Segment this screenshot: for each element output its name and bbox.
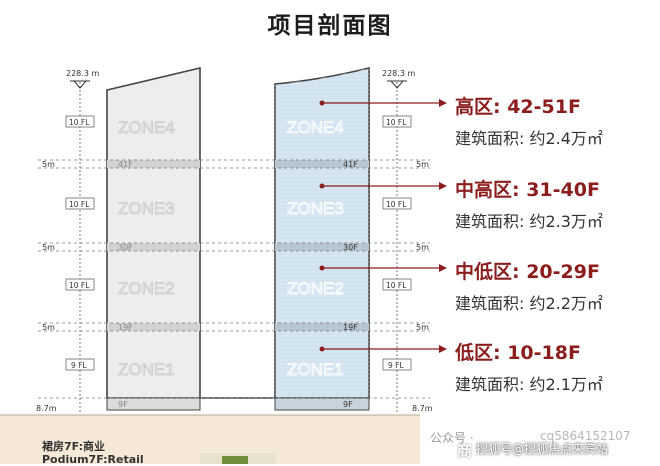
gap-label-right: 5m	[416, 160, 429, 169]
watermark-shang: 商	[457, 442, 473, 460]
zone-name: 低区: 10-18F	[455, 342, 581, 364]
base-height-right: 8.7m	[412, 404, 433, 413]
zone-label-left: ZONE3	[118, 199, 175, 218]
gap-label-left: 5m	[42, 323, 55, 332]
zone-area: 建筑面积: 约2.3万㎡	[455, 212, 603, 231]
watermark-id: cq5864152107	[540, 429, 631, 443]
zone-label-left: ZONE1	[118, 360, 175, 379]
left-tower	[106, 66, 201, 399]
leader-dot	[319, 265, 325, 271]
zone-label-right: ZONE2	[287, 279, 344, 298]
story-tag-left: 9 FL	[71, 361, 87, 370]
height-label-right: 228.3 m	[382, 69, 415, 78]
watermark-account: 公众号 ·	[430, 431, 474, 445]
base-height-left: 8.7m	[36, 404, 57, 413]
gap-label-right: 5m	[416, 323, 429, 332]
story-tag-right: 10 FL	[386, 281, 407, 290]
story-tag-left: 10 FL	[69, 118, 90, 127]
floor-marker-right: 19F	[343, 323, 358, 332]
zone-label-right: ZONE4	[287, 118, 344, 137]
zone-callout-high: 高区: 42-51F 建筑面积: 约2.4万㎡	[455, 92, 603, 149]
zone-callout-mid-high: 中高区: 31-40F 建筑面积: 约2.3万㎡	[455, 175, 603, 232]
story-tag-right: 10 FL	[386, 200, 407, 209]
diagram-title: 项目剖面图	[267, 13, 393, 39]
podium-label-en: Podium7F:Retail	[42, 453, 144, 466]
floor-marker-left: 30F	[118, 243, 133, 252]
floor-marker-right: 41F	[343, 160, 358, 169]
height-label-left: 228.3 m	[66, 69, 99, 78]
story-tag-right: 9 FL	[388, 361, 404, 370]
gap-label-right: 5m	[416, 243, 429, 252]
zone-name: 中高区: 31-40F	[455, 179, 600, 201]
floor-marker-right: 9F	[343, 400, 353, 409]
zone-name: 高区: 42-51F	[455, 96, 581, 118]
story-tag-right: 10 FL	[386, 118, 407, 127]
podium-label-cn: 裙房7F:商业	[42, 440, 105, 453]
zone-callout-mid-low: 中低区: 20-29F 建筑面积: 约2.2万㎡	[455, 257, 603, 314]
watermark-source: 搜狐号@搜狐焦点来宾站	[476, 442, 609, 456]
floor-marker-left: 41F	[118, 160, 133, 169]
leader-dot	[319, 346, 325, 352]
zone-label-left: ZONE4	[118, 118, 175, 137]
floor-marker-left: 19F	[118, 323, 133, 332]
zone-label-right: ZONE1	[287, 360, 344, 379]
zone-callout-low: 低区: 10-18F 建筑面积: 约2.1万㎡	[455, 338, 603, 395]
floor-marker-left: 9F	[118, 400, 128, 409]
zone-area: 建筑面积: 约2.1万㎡	[455, 375, 603, 394]
zone-area: 建筑面积: 约2.4万㎡	[455, 129, 603, 148]
gap-label-left: 5m	[42, 160, 55, 169]
leader-dot	[319, 100, 325, 106]
story-tag-left: 10 FL	[69, 200, 90, 209]
gap-label-left: 5m	[42, 243, 55, 252]
floor-marker-right: 30F	[343, 243, 358, 252]
zone-label-left: ZONE2	[118, 279, 175, 298]
story-tag-left: 10 FL	[69, 281, 90, 290]
zone-label-right: ZONE3	[287, 199, 344, 218]
podium-label: 裙房7F:商业 Podium7F:Retail	[42, 440, 144, 466]
zone-name: 中低区: 20-29F	[455, 261, 600, 283]
zone-area: 建筑面积: 约2.2万㎡	[455, 294, 603, 313]
leader-dot	[319, 183, 325, 189]
